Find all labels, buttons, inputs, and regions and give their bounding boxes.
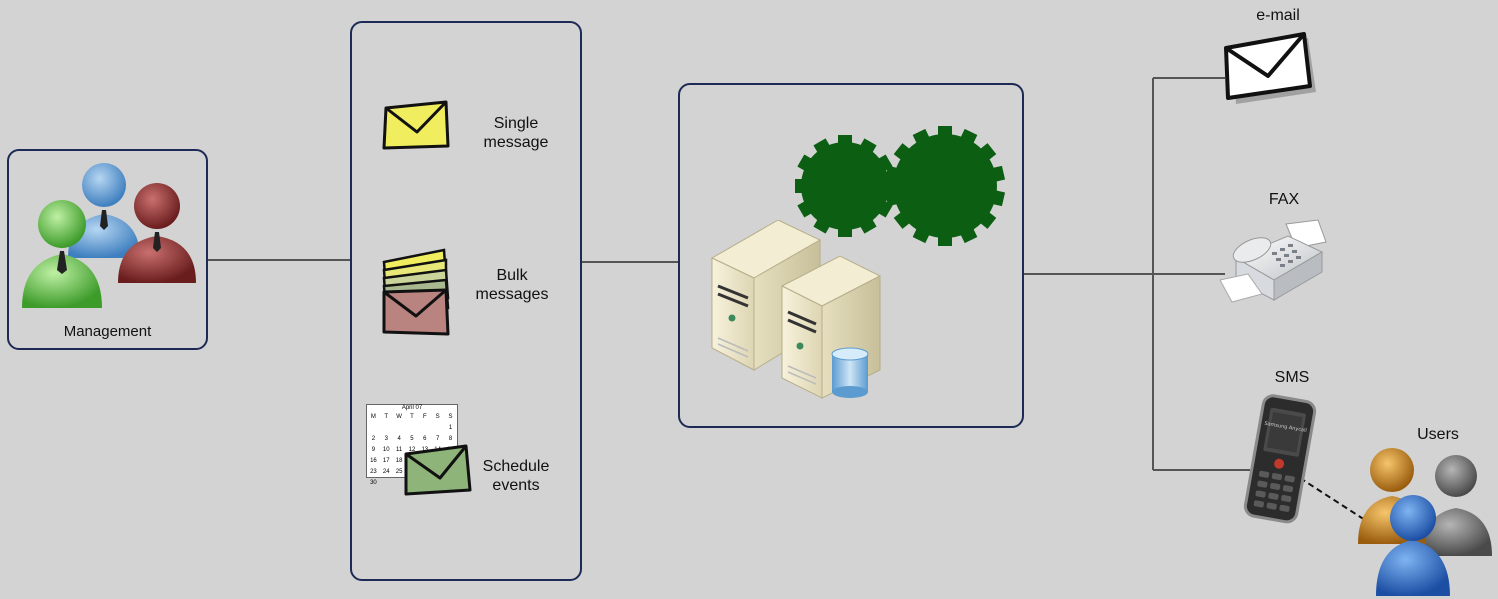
calendar-week-row: 1 (367, 423, 457, 434)
bulk-messages-line2: messages (475, 286, 549, 303)
calendar-date-cell: 4 (397, 436, 401, 442)
calendar-date-cell: 25 (395, 469, 403, 475)
bulk-messages-line1: Bulk (496, 267, 528, 284)
calendar-day-name: S (448, 414, 453, 420)
calendar-day-name: T (410, 414, 414, 420)
servers-icon (710, 220, 882, 399)
server-box (678, 83, 1024, 428)
schedule-envelope-icon (404, 444, 472, 496)
calendar-date-cell (393, 423, 406, 434)
email-label: e-mail (1256, 7, 1300, 24)
calendar-week-row: 30 (367, 478, 457, 489)
calendar-date-cell: 2 (371, 436, 376, 442)
calendar-date-cell (406, 423, 419, 434)
single-envelope-icon (382, 100, 450, 150)
calendar-day-name: T (384, 414, 389, 420)
calendar-day-name: S (435, 414, 440, 420)
management-label: Management (63, 323, 152, 340)
calendar-date-cell (431, 423, 444, 434)
bulk-messages-label: Bulk messages (466, 266, 558, 304)
calendar-date-cell: 17 (382, 458, 390, 464)
gears-icon (795, 126, 1006, 246)
schedule-events-line1: Schedule (482, 458, 550, 475)
single-message-line1: Single (493, 115, 539, 132)
calendar-date-cell: 6 (423, 436, 427, 442)
calendar-date-cell: 30 (370, 480, 377, 486)
calendar-date-cell: 24 (382, 469, 390, 475)
management-box (7, 149, 208, 350)
sms-label: SMS (1274, 369, 1310, 386)
users-people-icon (1358, 448, 1492, 596)
fax-label: FAX (1268, 191, 1300, 208)
calendar-date-cell (367, 423, 380, 434)
schedule-events-line2: events (492, 477, 540, 494)
calendar-date-cell: 16 (370, 458, 377, 464)
calendar-day-name: M (370, 414, 376, 420)
calendar-week-row: 2 3 4 5 6 7 8 (367, 434, 457, 445)
mobile-phone-icon: Samsung Anycall (1243, 394, 1317, 524)
message-types-box (350, 21, 582, 581)
calendar-date-cell: 3 (384, 436, 388, 442)
calendar-week-row: 16 17 18 (367, 456, 457, 467)
single-message-label: Single message (470, 114, 562, 152)
calendar-date-cell: 9 (371, 447, 376, 453)
users-label: Users (1417, 426, 1459, 443)
calendar-date-cell (380, 478, 393, 489)
calendar-date-cell: 1 (448, 425, 453, 431)
schedule-events-label: Schedule events (470, 457, 562, 495)
calendar-date-cell: 11 (395, 447, 403, 453)
calendar-date-cell: 8 (448, 436, 453, 442)
calendar-date-cell: 7 (435, 436, 440, 442)
calendar-date-cell: 12 (408, 447, 416, 453)
calendar-day-name: W (396, 414, 402, 420)
management-people-icon (22, 163, 196, 308)
calendar-date-cell: 10 (382, 447, 390, 453)
calendar-date-cell: 5 (410, 436, 414, 442)
calendar-title: April 07 (401, 405, 423, 411)
calendar-week-row: 23 24 25 (367, 467, 457, 478)
bulk-envelopes-icon (382, 248, 450, 336)
calendar-day-name: F (422, 414, 427, 420)
calendar-date-cell (418, 423, 431, 434)
fax-machine-icon (1219, 219, 1327, 303)
calendar-date-cell: 23 (370, 469, 377, 475)
email-envelope-icon (1224, 32, 1316, 104)
calendar-date-cell (380, 423, 393, 434)
calendar-date-cell: 18 (395, 458, 403, 464)
single-message-line2: message (483, 134, 549, 151)
